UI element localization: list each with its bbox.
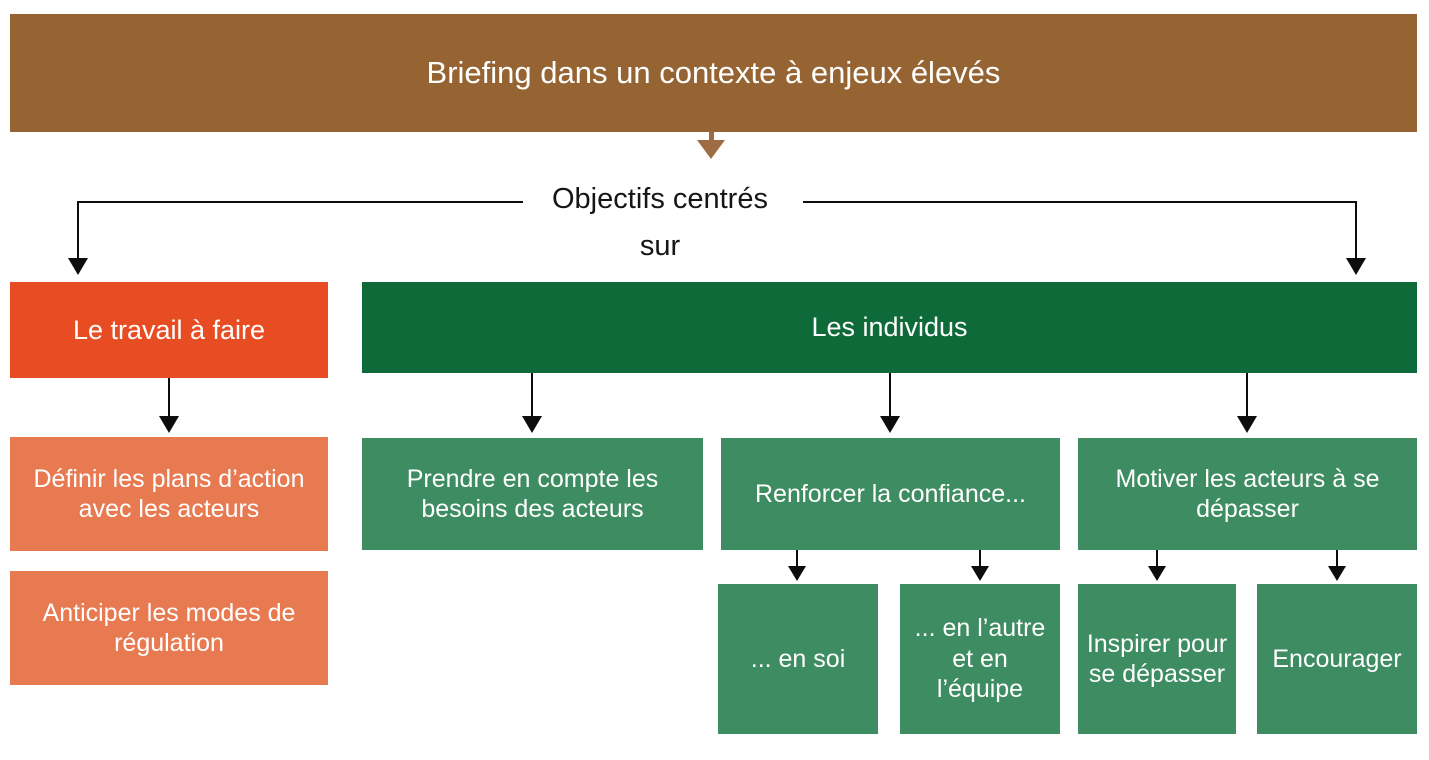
banner-down-arrow-icon xyxy=(697,140,725,159)
node-label: Encourager xyxy=(1272,644,1402,673)
arrowhead-individus-3-icon xyxy=(1237,416,1257,433)
arrowhead-encourager-icon xyxy=(1328,566,1346,581)
node-anticiper-modes-regulation: Anticiper les modes de régulation xyxy=(10,571,328,685)
node-label: Motiver les acteurs à se dépasser xyxy=(1115,464,1380,524)
node-le-travail-a-faire: Le travail à faire xyxy=(10,282,328,378)
arrowhead-travail-icon xyxy=(159,416,179,433)
page-title: Briefing dans un contexte à enjeux élevé… xyxy=(426,55,1001,90)
node-encourager: Encourager xyxy=(1257,584,1417,734)
arrowhead-individus-1-icon xyxy=(522,416,542,433)
connector-en-soi-vertical xyxy=(796,550,798,566)
connector-right-vertical xyxy=(1355,201,1357,259)
node-label: Inspirer pour se dépasser xyxy=(1086,629,1228,689)
node-en-soi: ... en soi xyxy=(718,584,878,734)
node-label: Anticiper les modes de régulation xyxy=(42,598,296,658)
banner-down-arrow-stem xyxy=(709,131,714,142)
connector-left-vertical xyxy=(77,201,79,259)
connector-individus-3-vertical xyxy=(1246,373,1248,416)
node-label: Définir les plans d’action avec les acte… xyxy=(33,464,305,524)
connector-travail-vertical xyxy=(168,378,170,416)
node-prendre-en-compte-besoins: Prendre en compte les besoins des acteur… xyxy=(362,438,703,550)
connector-individus-2-vertical xyxy=(889,373,891,416)
node-label: Prendre en compte les besoins des acteur… xyxy=(406,464,659,524)
node-les-individus: Les individus xyxy=(362,282,1417,373)
connector-individus-1-vertical xyxy=(531,373,533,416)
title-banner: Briefing dans un contexte à enjeux élevé… xyxy=(10,14,1417,132)
node-inspirer-pour-se-depasser: Inspirer pour se dépasser xyxy=(1078,584,1236,734)
node-renforcer-la-confiance: Renforcer la confiance... xyxy=(721,438,1060,550)
hub-label-line1: Objectifs centrés xyxy=(552,183,768,215)
node-label: Renforcer la confiance... xyxy=(755,479,1026,508)
node-label: ... en soi xyxy=(750,644,846,673)
node-label: Le travail à faire xyxy=(72,314,266,345)
arrowhead-right-icon xyxy=(1346,258,1366,275)
arrowhead-individus-2-icon xyxy=(880,416,900,433)
node-definir-plans-action: Définir les plans d’action avec les acte… xyxy=(10,437,328,551)
hub-label: Objectifs centrés sur xyxy=(460,176,860,270)
node-label: Les individus xyxy=(811,312,968,343)
arrowhead-en-soi-icon xyxy=(788,566,806,581)
connector-right-horizontal xyxy=(803,201,1357,203)
connector-inspirer-vertical xyxy=(1156,550,1158,566)
arrowhead-inspirer-icon xyxy=(1148,566,1166,581)
arrowhead-en-autre-icon xyxy=(971,566,989,581)
node-label: ... en l’autre et en l’équipe xyxy=(914,614,1046,704)
connector-en-autre-vertical xyxy=(979,550,981,566)
arrowhead-left-icon xyxy=(68,258,88,275)
connector-left-horizontal xyxy=(77,201,523,203)
node-en-autre-et-equipe: ... en l’autre et en l’équipe xyxy=(900,584,1060,734)
node-motiver-les-acteurs: Motiver les acteurs à se dépasser xyxy=(1078,438,1417,550)
connector-encourager-vertical xyxy=(1336,550,1338,566)
hub-label-line2: sur xyxy=(639,230,681,262)
